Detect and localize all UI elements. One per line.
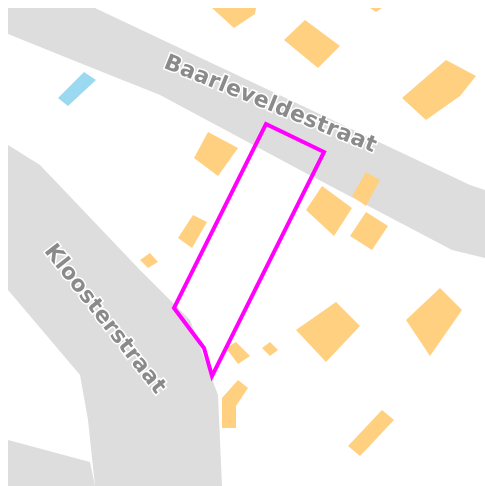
building [284, 20, 340, 68]
building [352, 172, 380, 206]
building [140, 253, 158, 268]
building [350, 212, 388, 250]
building [194, 132, 238, 176]
building [370, 8, 382, 12]
building-layer [140, 8, 476, 456]
building [178, 215, 207, 248]
parcel-outline[interactable] [171, 121, 327, 382]
building [348, 410, 394, 456]
building [262, 342, 278, 356]
building [402, 60, 476, 120]
road-kloosterstraat [8, 145, 222, 486]
building [406, 288, 462, 356]
building [226, 342, 250, 364]
building [212, 8, 256, 28]
building [306, 186, 352, 236]
building [222, 380, 248, 428]
road-side-street [8, 440, 95, 486]
building [296, 302, 360, 362]
water-feature [58, 72, 96, 106]
